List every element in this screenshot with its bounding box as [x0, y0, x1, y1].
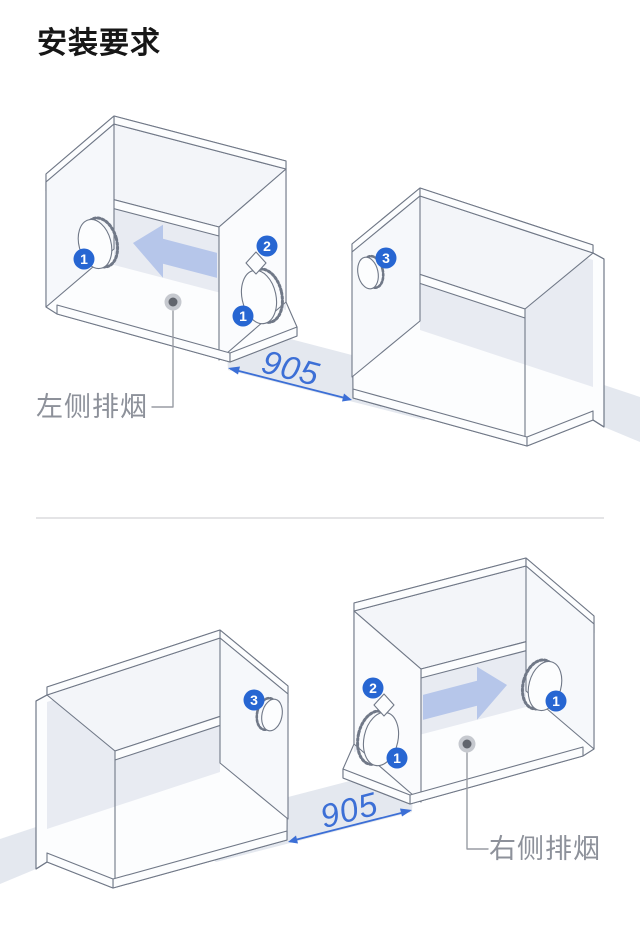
callout-leader-line — [151, 310, 174, 408]
dimension-line — [228, 366, 352, 402]
marker-small-cutout: 2 — [256, 235, 278, 257]
marker-small-cutout: 2 — [362, 677, 384, 699]
section-divider — [36, 517, 604, 519]
svg-text:1: 1 — [239, 308, 247, 324]
exhaust-direction-arrow — [133, 224, 217, 278]
marker-side-hole: 1 — [73, 248, 95, 270]
duct-hole-back — [357, 254, 385, 290]
svg-text:1: 1 — [393, 750, 401, 766]
svg-text:3: 3 — [250, 692, 258, 708]
floor-shadow-edge — [604, 385, 640, 442]
cabinet-box-plain — [351, 187, 605, 447]
exhaust-label: 右侧排烟 — [489, 834, 601, 864]
small-cutout — [245, 251, 267, 275]
cabinet-box-hood — [45, 115, 298, 363]
page-title: 安装要求 — [37, 27, 161, 60]
diagram-left-exhaust: 1 2 1 3 905 左侧排烟 — [36, 115, 640, 447]
svg-text:2: 2 — [263, 238, 271, 254]
marker-side-hole: 1 — [545, 690, 567, 712]
marker-front-hole: 1 — [232, 305, 254, 327]
marker-front-hole: 1 — [386, 747, 408, 769]
svg-text:3: 3 — [382, 250, 390, 266]
svg-text:1: 1 — [552, 693, 560, 709]
marker-back-hole: 3 — [375, 247, 397, 269]
exhaust-label: 左侧排烟 — [36, 392, 148, 422]
svg-text:1: 1 — [80, 251, 88, 267]
callout-dot-core — [168, 297, 178, 307]
marker-back-hole: 3 — [243, 689, 265, 711]
diagram-right-exhaust: 1 2 1 3 905 右侧排烟 — [0, 556, 601, 890]
svg-text:2: 2 — [369, 680, 377, 696]
